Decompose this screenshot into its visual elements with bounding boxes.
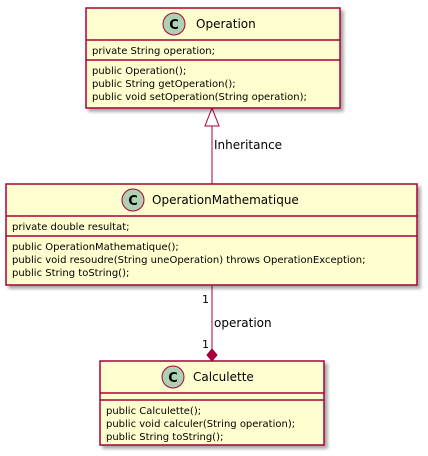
composition-diamond-icon	[206, 348, 218, 362]
class-operation-mathematique-type-letter: C	[128, 194, 138, 209]
inheritance-relation: Inheritance	[204, 106, 282, 184]
multiplicity-target: 1	[202, 338, 209, 351]
class-calculette-name: Calculette	[193, 370, 254, 384]
class-operation-method: public void setOperation(String operatio…	[92, 92, 307, 103]
class-operation-mathematique-method: public OperationMathematique();	[12, 242, 179, 253]
class-calculette-method: public String toString();	[106, 432, 223, 443]
composition-relation: operation 1 1	[202, 286, 272, 362]
class-operation-type-icon	[162, 12, 186, 36]
inheritance-arrowhead-icon	[204, 106, 220, 127]
class-operation-type-letter: C	[169, 18, 179, 33]
class-operation-method: public Operation();	[92, 66, 186, 77]
class-operation[interactable]	[85, 7, 341, 109]
class-calculette-method: public Calculette();	[106, 406, 201, 417]
class-operation-mathematique-box	[5, 183, 418, 286]
class-operation-content: C Operation private String operation; pu…	[86, 12, 340, 103]
class-operation-mathematique-attribute: private double resultat;	[12, 222, 130, 233]
class-calculette-box	[99, 360, 325, 446]
class-operation-attribute: private String operation;	[92, 46, 215, 57]
class-calculette-method: public void calculer(String operation);	[106, 419, 295, 430]
inheritance-label: Inheritance	[214, 138, 282, 152]
class-operation-mathematique-name: OperationMathematique	[152, 193, 299, 207]
class-calculette-content: C Calculette public Calculette(); public…	[100, 365, 324, 443]
class-operation-box	[85, 7, 341, 109]
multiplicity-source: 1	[202, 293, 209, 306]
class-operation-method: public String getOperation();	[92, 79, 236, 90]
composition-label: operation	[214, 316, 272, 330]
class-operation-mathematique-content: C OperationMathematique private double r…	[6, 188, 417, 279]
class-operation-name: Operation	[196, 17, 256, 31]
class-calculette-type-icon	[161, 365, 185, 389]
class-calculette[interactable]	[99, 360, 325, 446]
class-operation-mathematique[interactable]	[5, 183, 418, 286]
class-operation-mathematique-type-icon	[121, 188, 145, 212]
class-operation-mathematique-method: public String toString();	[12, 268, 129, 279]
class-calculette-type-letter: C	[168, 371, 178, 386]
class-operation-mathematique-method: public void resoudre(String uneOperation…	[12, 255, 366, 266]
